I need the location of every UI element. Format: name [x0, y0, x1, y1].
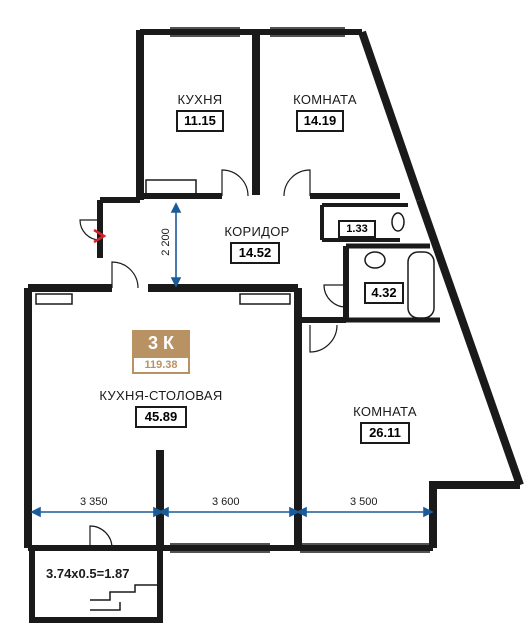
dim-arrow — [289, 506, 300, 518]
toilet — [391, 212, 405, 232]
window-room-small — [270, 27, 345, 37]
corridor-name: КОРИДОР — [224, 224, 290, 239]
dim-arrow — [30, 506, 41, 518]
window-kitchen — [170, 27, 240, 37]
door-room-large — [309, 324, 338, 353]
entrance-arrow-icon — [93, 228, 107, 244]
total-area-badge: 119.38 — [132, 356, 190, 374]
wall-balcony — [29, 548, 163, 623]
kitchen-name: КУХНЯ — [177, 92, 223, 107]
radiator-dining-2 — [239, 293, 291, 305]
wall-wc — [320, 203, 408, 242]
outer-wall-notch — [429, 481, 520, 548]
outer-wall-diagonal-upper — [358, 30, 424, 202]
room-small-area: 14.19 — [296, 110, 344, 132]
door-room-small — [283, 169, 311, 197]
kitchen-area: 11.15 — [176, 110, 224, 132]
room-large-area: 26.11 — [360, 422, 410, 444]
room-small-name: КОМНАТА — [293, 92, 357, 107]
radiator-kitchen — [145, 179, 197, 195]
door-dining — [111, 261, 139, 289]
corridor-area: 14.52 — [230, 242, 280, 264]
room-large-name: КОМНАТА — [353, 404, 417, 419]
dim-arrow — [170, 202, 182, 213]
dim-arrow — [170, 277, 182, 288]
window-bottom-left — [170, 543, 270, 553]
dim-arrow — [296, 506, 307, 518]
apartment-type-badge: 3 К — [132, 330, 190, 356]
width-3-dim: 3 500 — [348, 496, 380, 508]
width-1-dim: 3 350 — [78, 496, 110, 508]
dim-arrow — [423, 506, 434, 518]
balcony-steps — [90, 584, 160, 611]
kitchen-dining-name: КУХНЯ-СТОЛОВАЯ — [99, 388, 223, 403]
wc-area: 1.33 — [338, 220, 376, 238]
kitchen-dining-area: 45.89 — [135, 406, 187, 428]
bathroom-area: 4.32 — [364, 282, 404, 304]
balcony-label: 3.74x0.5=1.87 — [46, 566, 130, 581]
outer-wall-diagonal-lower — [416, 198, 524, 487]
dim-arrow — [158, 506, 169, 518]
bathtub — [407, 251, 435, 319]
dim-arrow — [153, 506, 164, 518]
window-bottom-right — [300, 543, 430, 553]
corridor-width-dim: 2 200 — [159, 226, 172, 258]
width-2-dim: 3 600 — [210, 496, 242, 508]
door-kitchen — [221, 169, 249, 197]
door-bath — [323, 284, 347, 308]
radiator-dining — [35, 293, 73, 305]
sink — [364, 251, 386, 269]
door-balcony — [89, 525, 113, 549]
